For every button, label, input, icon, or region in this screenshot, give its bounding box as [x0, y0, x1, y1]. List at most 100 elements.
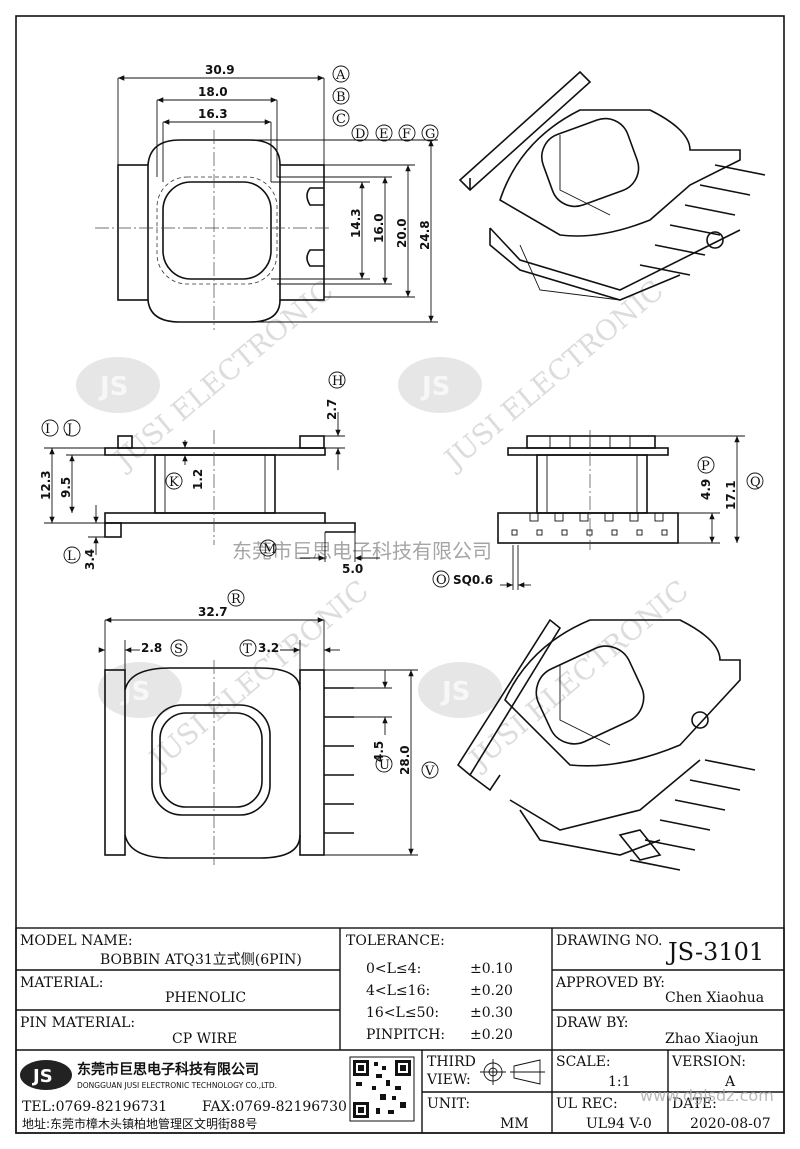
dim-front-m: 5.0 — [342, 562, 363, 576]
tolerance-range-2: 16<L≤50: — [366, 1005, 439, 1021]
date-label: DATE: — [672, 1096, 717, 1112]
top-view: 30.9 18.0 16.3 14.3 16.0 20.0 24.8 A B C… — [95, 63, 439, 330]
dim-bottom-t: 3.2 — [258, 641, 279, 655]
dim-top-c: 16.3 — [198, 107, 228, 121]
dim-side-o: SQ0.6 — [453, 573, 493, 587]
site-watermark: www.dgjsdz.com — [640, 1086, 774, 1105]
label-o: O — [432, 570, 450, 588]
label-p: P — [697, 456, 715, 474]
svg-text:K: K — [169, 475, 179, 490]
isometric-view-bottom — [456, 618, 756, 871]
dim-front-l: 3.4 — [83, 549, 97, 570]
label-d: D — [351, 124, 369, 142]
ul-rec-label: UL REC: — [556, 1096, 618, 1112]
svg-text:JS: JS — [420, 372, 450, 402]
svg-text:M: M — [263, 542, 276, 557]
date-value: 2020-08-07 — [690, 1116, 771, 1132]
label-m: M — [259, 539, 277, 557]
svg-text:S: S — [174, 642, 183, 657]
watermark-logo-4: JS — [418, 662, 502, 718]
label-i: I — [41, 419, 59, 437]
label-r: R — [227, 589, 245, 607]
front-view: 2.7 12.3 9.5 1.2 3.4 5.0 H I J K L M — [39, 371, 380, 576]
model-name-value: BOBBIN ATQ31立式侧(6PIN) — [100, 952, 302, 968]
svg-text:L: L — [67, 549, 76, 564]
svg-text:JS: JS — [440, 677, 470, 707]
version-value: A — [724, 1074, 736, 1090]
version-label: VERSION: — [671, 1054, 746, 1070]
company-name-en: DONGGUAN JUSI ELECTRONIC TECHNOLOGY CO.,… — [77, 1081, 277, 1090]
approved-by-value: Chen Xiaohua — [665, 990, 764, 1006]
label-q: Q — [746, 472, 764, 490]
label-g: G — [421, 124, 439, 142]
svg-text:B: B — [336, 90, 346, 105]
dim-side-q: 17.1 — [724, 480, 738, 510]
tolerance-value-0: ±0.10 — [470, 961, 513, 977]
svg-text:E: E — [379, 127, 389, 142]
tolerance-value-1: ±0.20 — [470, 983, 513, 999]
pin-material-label: PIN MATERIAL: — [20, 1015, 135, 1031]
svg-text:I: I — [45, 422, 50, 437]
svg-text:JS: JS — [31, 1066, 53, 1087]
label-l: L — [63, 546, 81, 564]
svg-text:U: U — [379, 758, 390, 773]
label-j: J — [63, 419, 81, 437]
dim-top-b: 18.0 — [198, 85, 228, 99]
company-logo: JS — [20, 1060, 72, 1090]
watermark-logo-2: JS — [398, 357, 482, 413]
company-fax: FAX:0769-82196730 — [202, 1099, 347, 1115]
tolerance-value-3: ±0.20 — [470, 1027, 513, 1043]
svg-text:C: C — [336, 112, 346, 127]
label-f: F — [398, 124, 416, 142]
svg-text:H: H — [332, 374, 343, 389]
dim-side-p: 4.9 — [699, 479, 713, 500]
dim-bottom-u: 4.5 — [372, 741, 386, 762]
label-v: V — [421, 761, 439, 779]
drawing-no-label: DRAWING NO. — [556, 933, 662, 949]
pin-material-value: CP WIRE — [172, 1031, 237, 1047]
dim-front-i: 12.3 — [39, 470, 53, 500]
label-k: K — [165, 472, 183, 490]
svg-text:V: V — [424, 764, 435, 779]
material-value: PHENOLIC — [165, 990, 246, 1006]
tolerance-range-0: 0<L≤4: — [366, 961, 421, 977]
label-e: E — [375, 124, 393, 142]
title-block: MODEL NAME: BOBBIN ATQ31立式侧(6PIN) MATERI… — [15, 927, 785, 1134]
company-tel: TEL:0769-82196731 — [22, 1099, 167, 1115]
dim-bottom-r: 32.7 — [198, 605, 228, 619]
dim-top-f: 20.0 — [395, 218, 409, 248]
svg-text:JS: JS — [98, 372, 128, 402]
watermark-logo-1: JS — [76, 357, 160, 413]
svg-text:R: R — [231, 592, 242, 607]
svg-text:J: J — [65, 422, 72, 437]
third-angle-projection-icon — [480, 1059, 545, 1085]
svg-text:A: A — [335, 68, 346, 83]
ul-rec-value: UL94 V-0 — [586, 1116, 652, 1132]
svg-text:O: O — [436, 573, 447, 588]
tolerance-value-2: ±0.30 — [470, 1005, 513, 1021]
dim-front-k: 1.2 — [191, 469, 205, 490]
dim-top-width: 30.9 — [205, 63, 235, 77]
label-a: A — [332, 65, 350, 83]
svg-text:Q: Q — [750, 475, 761, 490]
model-name-label: MODEL NAME: — [20, 933, 133, 949]
dim-front-j: 9.5 — [59, 477, 73, 498]
svg-text:P: P — [701, 459, 710, 474]
third-view-label-1: THIRD — [427, 1054, 476, 1070]
scale-value: 1:1 — [608, 1074, 631, 1090]
company-address: 地址:东莞市樟木头镇柏地管理区文明街88号 — [22, 1116, 257, 1131]
label-h: H — [328, 371, 346, 389]
dim-bottom-s: 2.8 — [141, 641, 162, 655]
bottom-view: 32.7 2.8 3.2 4.5 28.0 R S T U V — [98, 589, 439, 865]
third-view-label-2: VIEW: — [426, 1072, 471, 1088]
label-s: S — [170, 639, 188, 657]
svg-text:F: F — [402, 127, 411, 142]
isometric-view-top — [458, 70, 766, 301]
label-c: C — [332, 109, 350, 127]
approved-by-label: APPROVED BY: — [555, 975, 665, 991]
watermark-group: JS JS JS JS JUSI ELECTRONIC JUSI ELECTRO… — [76, 274, 695, 777]
tolerance-range-1: 4<L≤16: — [366, 983, 430, 999]
drawing-no-value: JS-3101 — [665, 938, 764, 966]
dim-top-d: 14.3 — [349, 208, 363, 238]
unit-value: MM — [500, 1116, 529, 1132]
